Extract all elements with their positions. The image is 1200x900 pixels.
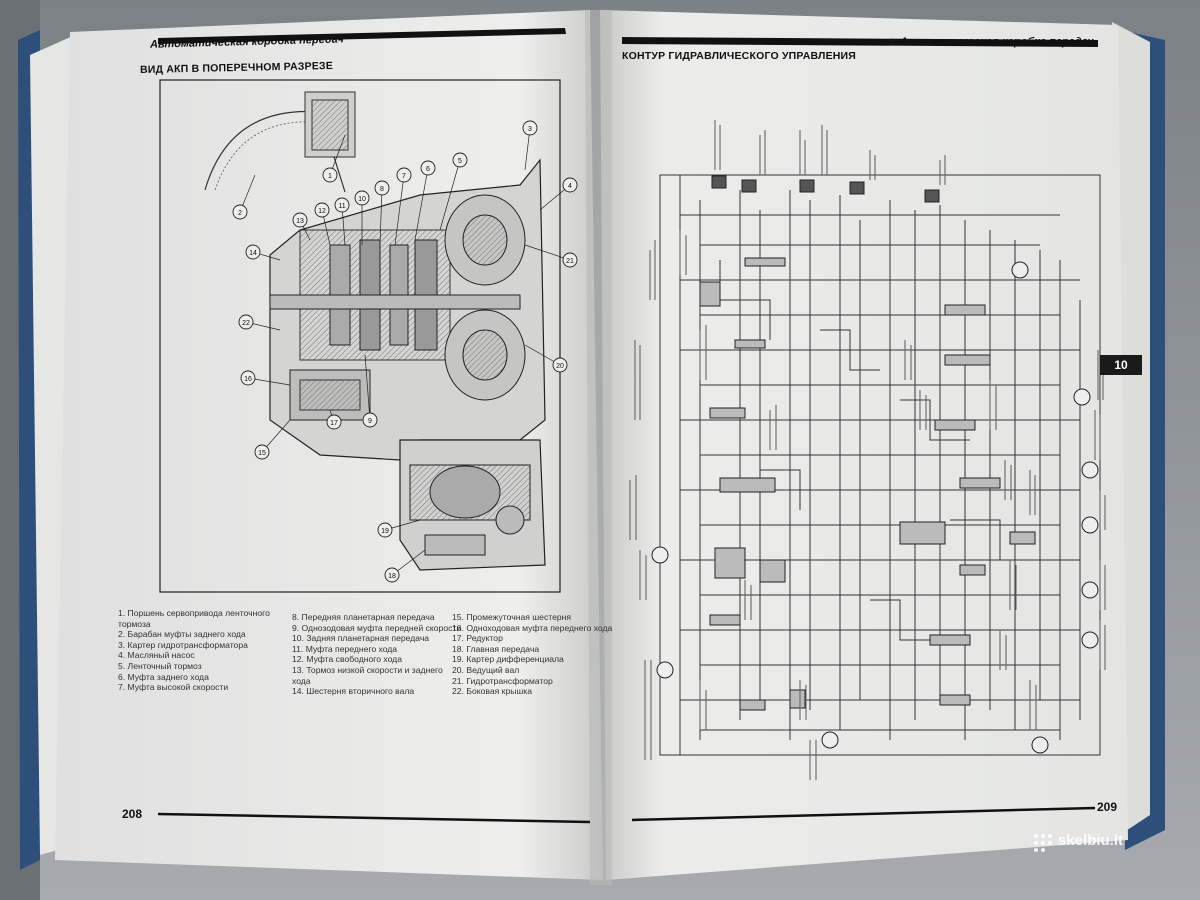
right-section-title: КОНТУР ГИДРАВЛИЧЕСКОГО УПРАВЛЕНИЯ — [622, 50, 857, 62]
callout-12: 12 — [318, 208, 326, 215]
right-page-number: 209 — [1097, 800, 1118, 814]
callout-21: 21 — [566, 258, 574, 265]
callout-13: 13 — [296, 218, 304, 225]
legend-col-3: 15. Промежуточная шестерня 16. Одноходов… — [452, 612, 613, 697]
callout-7: 7 — [402, 173, 406, 180]
chapter-tab: 10 — [1100, 355, 1142, 375]
callout-15: 15 — [258, 450, 266, 457]
right-page-header-text: Автоматическая коробка передач — [900, 36, 1094, 48]
callout-8: 8 — [380, 186, 384, 193]
callout-19: 19 — [381, 528, 389, 535]
watermark: skelbiu.lt — [1058, 832, 1124, 849]
callout-20: 20 — [556, 363, 564, 370]
callout-11: 11 — [338, 203, 345, 210]
left-page-header-text: Автоматическая коробка передач — [149, 33, 344, 51]
right-page-header: Автоматическая коробка передач — [900, 33, 1100, 51]
callout-5: 5 — [458, 158, 462, 165]
callout-numbers: 1 2 3 4 5 6 7 8 9 10 11 12 13 14 15 16 1… — [238, 126, 574, 580]
legend-col-1: 1. Поршень сервопривода ленточного тормо… — [118, 608, 270, 693]
callout-6: 6 — [426, 166, 430, 173]
callout-4: 4 — [568, 183, 572, 190]
cross-section-diagram: 1 2 3 4 5 6 7 8 9 10 11 12 13 14 15 16 1… — [159, 79, 578, 593]
left-page-number: 208 — [122, 807, 143, 821]
callout-1: 1 — [328, 173, 332, 180]
callout-9: 9 — [368, 418, 372, 425]
callout-3: 3 — [528, 126, 532, 133]
callout-14: 14 — [249, 250, 257, 257]
callout-18: 18 — [388, 573, 396, 580]
hydraulic-schematic — [659, 174, 1101, 756]
legend-col-2: 8. Передняя планетарная передача 9. Одно… — [292, 612, 462, 697]
schematic-valves — [651, 175, 1099, 754]
schematic-tiny-labels — [629, 120, 1106, 780]
callout-2: 2 — [238, 210, 242, 217]
callout-17: 17 — [330, 420, 338, 427]
callout-22: 22 — [242, 320, 250, 327]
callout-10: 10 — [358, 196, 366, 203]
watermark-logo — [1034, 834, 1052, 852]
callout-16: 16 — [244, 376, 252, 383]
